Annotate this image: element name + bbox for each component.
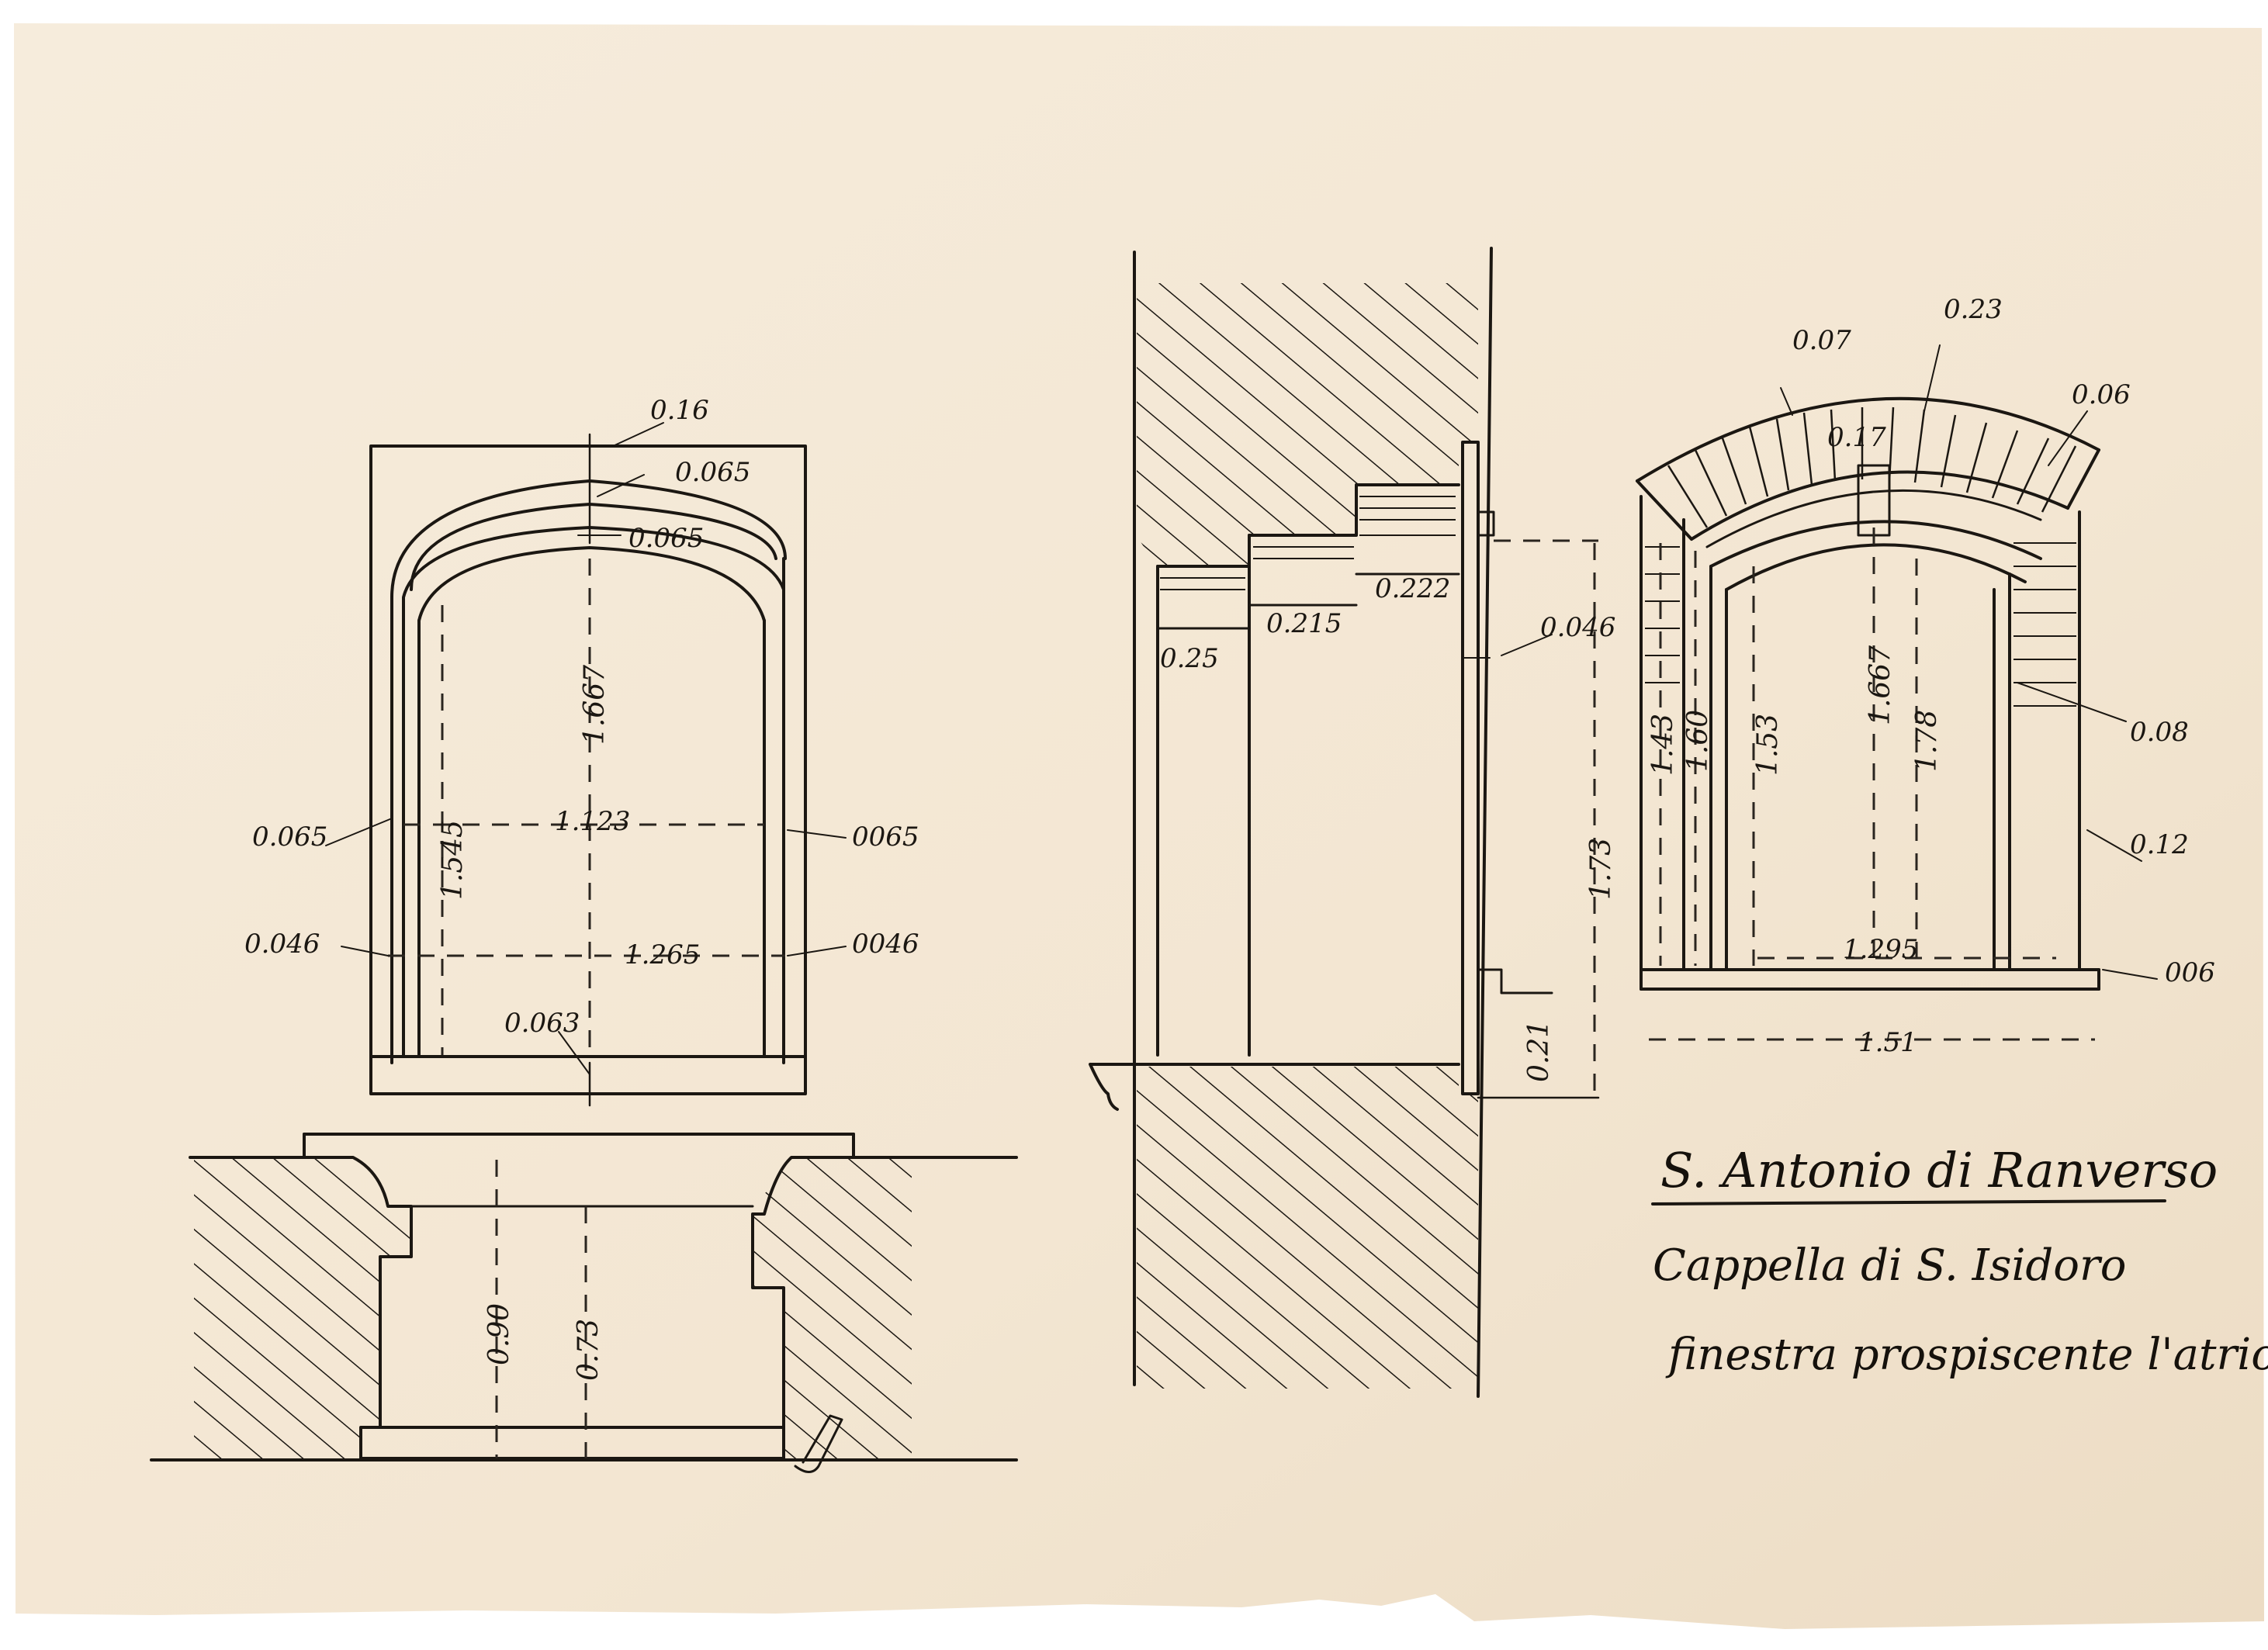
title-line-3: finestra prospiscente l'atrio	[1665, 1330, 2268, 1380]
section-masonry-bottom	[1137, 1067, 1478, 1389]
dim-detail-base-thickness: 006	[2165, 957, 2215, 988]
dim-jamb-right: 0065	[852, 822, 919, 853]
dim-jamb-left: 0.065	[252, 822, 327, 853]
section-masonry-top	[1137, 283, 1478, 566]
arch-voussoirs	[1667, 406, 2077, 528]
dim-section-frame: 0.046	[1540, 612, 1615, 643]
dim-detail-side-1: 0.08	[2130, 717, 2189, 748]
dim-height-total: 1.667	[579, 665, 611, 745]
paper-sheet	[14, 23, 2264, 1629]
dim-detail-arch-mid: 0.17	[1827, 422, 1886, 453]
dim-reveal-left: 0.046	[244, 929, 320, 960]
plan-masonry-left	[194, 1157, 411, 1458]
dim-arch-band-2: 0.065	[628, 523, 704, 554]
plan-masonry-right	[753, 1157, 912, 1458]
dim-plan-depth-1: 0.90	[483, 1303, 515, 1365]
dim-detail-h5: 1.78	[1911, 710, 1943, 772]
dim-section-step-2: 0.215	[1266, 608, 1342, 639]
window-elevation: 0.16 0.065 0.065 1.667 1.545 1.123 1.265…	[244, 395, 919, 1107]
dim-detail-h3: 1.53	[1752, 714, 1784, 776]
dim-detail-h4: 1.667	[1865, 645, 1896, 725]
dim-section-step-3: 0.222	[1375, 573, 1450, 604]
dim-section-sill: 0.21	[1523, 1020, 1555, 1082]
dim-detail-arch-top: 0.07	[1792, 325, 1851, 356]
dim-plan-depth-2: 0.73	[573, 1319, 604, 1381]
left-pier-courses	[1645, 546, 1680, 683]
window-detail-elevation: 0.07 0.23 0.06 0.17 1.43 1.60 1.53 1.667…	[1636, 294, 2215, 1058]
window-section: 0.25 0.215 0.222 0.046 1.73 0.21	[1089, 247, 1617, 1398]
dim-detail-width-base: 1.51	[1858, 1027, 1917, 1058]
window-plan: 0.90 0.73	[150, 1133, 1018, 1473]
dim-detail-h1: 1.43	[1647, 714, 1679, 776]
dim-section-height: 1.73	[1585, 838, 1617, 900]
dim-detail-h2: 1.60	[1682, 710, 1714, 772]
dim-width-inner: 1.123	[555, 806, 630, 837]
dim-section-step-1: 0.25	[1160, 643, 1219, 674]
dim-detail-side-2: 0.12	[2130, 829, 2189, 860]
title-line-1: S. Antonio di Ranverso	[1660, 1142, 2218, 1199]
title-line-2: Cappella di S. Isidoro	[1653, 1240, 2126, 1291]
dim-sill: 0.063	[504, 1008, 580, 1039]
dim-height-side: 1.545	[437, 820, 469, 900]
dim-detail-keystone: 0.23	[1944, 294, 2003, 325]
dim-detail-arch-right: 0.06	[2072, 379, 2131, 410]
right-pier-courses	[2013, 542, 2076, 707]
title-block: S. Antonio di Ranverso Cappella di S. Is…	[1651, 1142, 2268, 1380]
dim-top-width: 0.16	[650, 395, 709, 426]
dim-detail-width-inner: 1.295	[1843, 934, 1918, 965]
dim-arch-band-1: 0.065	[675, 457, 750, 488]
dim-reveal-right: 0046	[852, 929, 919, 960]
dim-width-outer: 1.265	[625, 939, 700, 970]
